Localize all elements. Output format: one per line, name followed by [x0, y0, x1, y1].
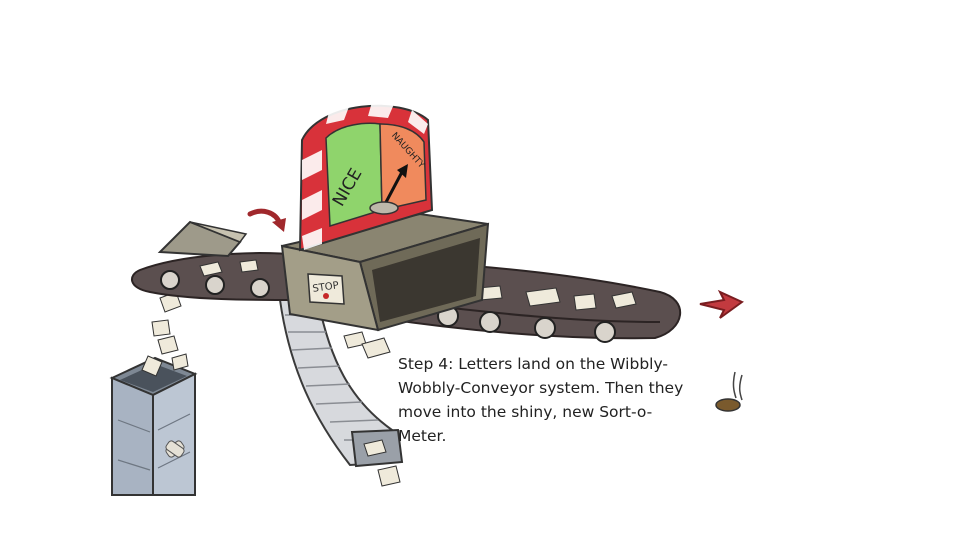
left-conveyor	[131, 220, 301, 302]
letter-bin	[109, 356, 198, 496]
incoming-arrow-icon	[699, 289, 744, 319]
stop-button-icon	[323, 293, 329, 299]
step-caption: Step 4: Letters land on the Wibbly- Wobb…	[398, 352, 728, 448]
caption-line: Wobbly-Conveyor system. Then they	[398, 379, 684, 397]
stop-label: STOP	[312, 280, 340, 295]
curved-arrow-icon	[247, 208, 286, 232]
caption-line: Meter.	[398, 427, 447, 445]
small-critter-icon	[715, 371, 743, 412]
meter-needle-icon	[369, 164, 408, 215]
caption-line: move into the shiny, new Sort-o-	[398, 403, 653, 421]
letters-into-chute	[343, 331, 391, 359]
sort-o-meter-machine: STOP NICE NAUGHTY	[280, 102, 490, 332]
falling-letters	[141, 291, 189, 377]
caption-line: Step 4: Letters land on the Wibbly-	[398, 355, 668, 373]
bandage-icon	[165, 440, 185, 458]
